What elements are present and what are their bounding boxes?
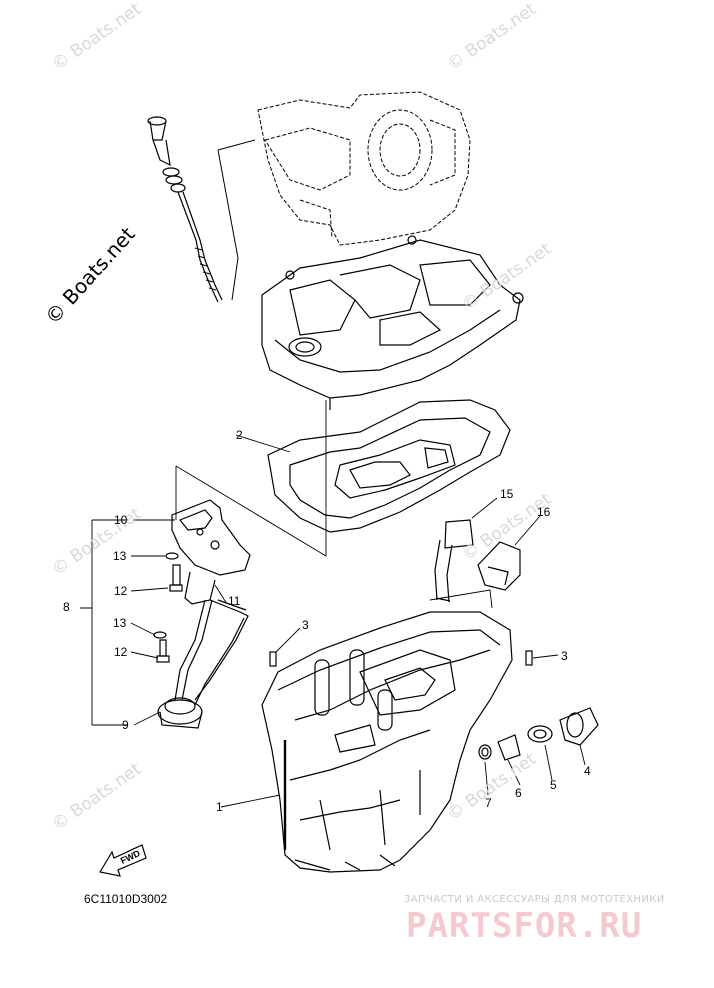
drain-parts (478, 707, 599, 761)
site-tagline: ЗАПЧАСТИ И АКСЕССУАРЫ ДЛЯ МОТОТЕХНИКИ (404, 894, 665, 905)
diagram-code: 6C11010D3002 (84, 892, 168, 906)
callout-number: 11 (228, 594, 241, 608)
callout-number: 16 (537, 505, 551, 519)
oil-pan (261, 611, 513, 873)
callout-number: 12 (114, 645, 128, 659)
callout-number: 4 (584, 764, 591, 778)
callout-number: 6 (515, 786, 522, 800)
oil-strainer (157, 499, 251, 729)
dipstick (147, 116, 256, 303)
callout-number: 12 (114, 584, 128, 598)
callout-number: 8 (63, 600, 70, 614)
callout-number: 3 (302, 618, 309, 632)
callout-number: 13 (113, 616, 127, 630)
exhaust-guide (261, 235, 524, 410)
callout-number: 2 (236, 428, 243, 442)
callout-number: 10 (114, 513, 128, 527)
fasteners (153, 552, 533, 667)
cylinder-block (257, 91, 471, 246)
callout-number: 5 (550, 778, 557, 792)
leader-lines (80, 400, 586, 808)
callout-number: 13 (113, 549, 127, 563)
callout-number: 15 (500, 487, 514, 501)
gasket (267, 399, 511, 533)
fwd-arrow-icon (99, 844, 147, 877)
callout-number: 3 (561, 649, 568, 663)
callout-number: 1 (216, 800, 223, 814)
callout-number: 7 (485, 796, 492, 810)
site-brand-logo[interactable]: PARTSFOR.RU (406, 906, 643, 946)
callout-number: 9 (122, 718, 129, 732)
